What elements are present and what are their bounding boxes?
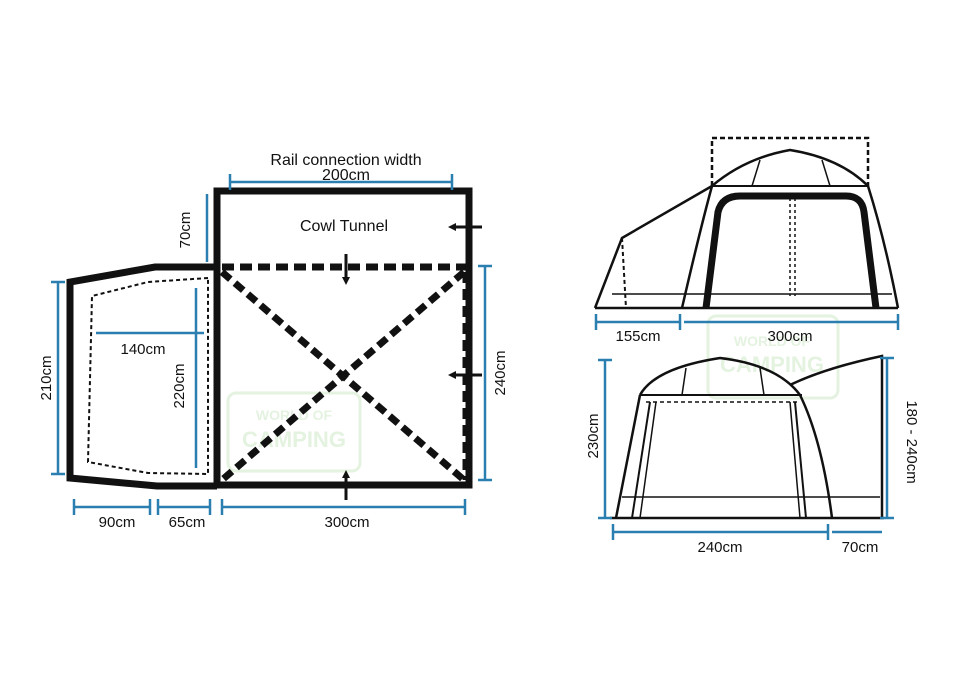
watermark-front-line1: WORLD OF: [734, 333, 811, 349]
label-front-height: 230cm: [585, 413, 602, 458]
dim-side-main: [684, 314, 900, 330]
front-roof-dome: [638, 356, 802, 396]
dim-side-annex: [594, 314, 682, 330]
front-wall-left-inner: [631, 401, 651, 519]
side-door-arch: [702, 192, 880, 309]
dim-rail-width: [228, 174, 454, 190]
dim-bottom-annex: [72, 499, 152, 515]
plan-beam-diagonal-2: [219, 269, 467, 483]
plan-annex-outline: [66, 263, 217, 490]
dim-annex-outer-depth: [51, 280, 65, 476]
label-side-annex-length: 155cm: [615, 328, 660, 345]
label-annex-outer-depth: 210cm: [38, 355, 55, 400]
front-annex-curve: [798, 394, 834, 519]
label-cowl-depth: 70cm: [177, 212, 194, 249]
side-roof-rib-1: [751, 159, 761, 187]
front-roof-rib-2: [759, 367, 765, 396]
front-wall-right-inner-2: [789, 401, 801, 519]
side-annex-pole: [621, 237, 627, 309]
label-side-main-length: 300cm: [767, 328, 812, 345]
label-bottom-step: 65cm: [169, 514, 206, 531]
label-rail-connection: Rail connection width: [270, 152, 421, 169]
label-annex-width: 140cm: [120, 341, 165, 358]
label-front-width: 240cm: [697, 539, 742, 556]
label-main-depth: 240cm: [492, 350, 509, 395]
label-annex-inner-depth: 220cm: [171, 363, 188, 408]
label-cowl-tunnel: Cowl Tunnel: [300, 218, 388, 235]
watermark-plan: WORLD OF CAMPING: [226, 391, 362, 473]
dim-bottom-main: [220, 499, 467, 515]
dim-main-depth: [478, 264, 492, 482]
dim-front-width: [611, 524, 830, 540]
side-frame-right: [866, 185, 900, 309]
front-wall-left-inner-2: [639, 401, 657, 519]
side-roof-dome: [711, 148, 869, 187]
front-wall-right-inner: [794, 401, 807, 519]
side-view: 155cm 300cm: [593, 136, 900, 345]
label-bottom-main: 300cm: [324, 514, 369, 531]
label-front-annex-width: 70cm: [842, 539, 879, 556]
plan-view: Rail connection width 200cm Cowl Tunnel …: [38, 152, 509, 531]
plan-annex-inner-dashed: [86, 276, 209, 476]
label-front-annex-height: 180 - 240cm: [903, 400, 920, 483]
front-annex-roof: [789, 354, 884, 518]
label-bottom-annex: 90cm: [99, 514, 136, 531]
plan-main-outline: [213, 187, 473, 489]
side-annex-slope: [593, 184, 713, 309]
dim-front-height: [598, 358, 612, 520]
watermark-front: WORLD OF CAMPING: [706, 314, 840, 400]
watermark-plan-line2: CAMPING: [242, 427, 346, 452]
front-roof-rib-1: [681, 367, 687, 396]
label-rail-width: 200cm: [322, 167, 370, 184]
dim-front-annex-height: [880, 356, 894, 520]
side-roof-rib-2: [821, 159, 831, 187]
front-view: 230cm 180 - 240cm 240cm 70cm: [585, 354, 920, 556]
side-roof-dashed-box: [710, 136, 870, 186]
side-frame-left: [680, 185, 714, 309]
dim-bottom-step: [156, 499, 212, 515]
front-wall-left: [614, 394, 642, 519]
